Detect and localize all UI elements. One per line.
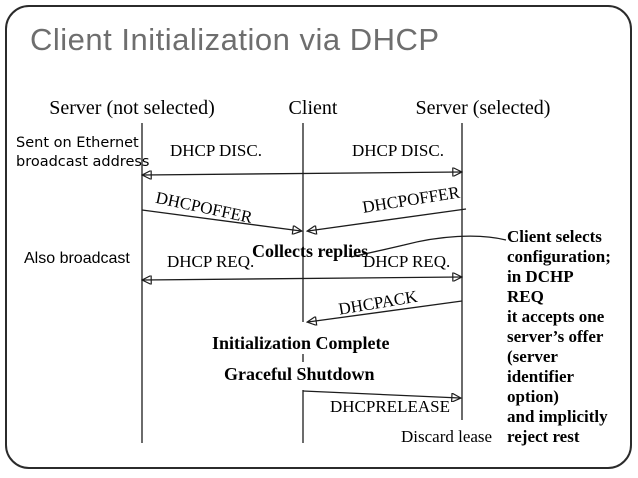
label-discard-lease: Discard lease [401, 427, 493, 446]
column-header-client: Client [288, 97, 338, 119]
label-dhcp-req-left: DHCP REQ. [167, 252, 255, 271]
arrow-dhcpack [308, 300, 463, 322]
label-collects-replies: Collects replies [252, 241, 369, 261]
arrow-dhcp-request-broadcast [143, 277, 461, 280]
note-also-broadcast: Also broadcast [24, 250, 130, 267]
column-header-server-not-selected: Server (not selected) [49, 97, 215, 119]
arrow-dhcpoffer-from-left-server [141, 209, 301, 231]
note-sent-on-ethernet: Sent on Ethernet broadcast address [16, 135, 150, 170]
label-dhcp-disc-right: DHCP DISC. [352, 141, 444, 160]
label-dhcp-disc-left: DHCP DISC. [170, 141, 262, 160]
arrow-dhcprelease [302, 390, 460, 398]
side-note-client-selects: Client selects configuration; in DCHP RE… [507, 227, 611, 446]
slide-border [5, 5, 632, 469]
label-dhcprelease: DHCPRELEASE [330, 397, 450, 416]
label-initialization-complete: Initialization Complete [212, 333, 390, 353]
column-header-server-selected: Server (selected) [415, 97, 551, 119]
callout-leader-line [350, 235, 507, 258]
arrow-dhcpoffer-from-right-server [308, 208, 467, 231]
label-graceful-shutdown: Graceful Shutdown [224, 364, 375, 384]
arrow-dhcp-discover-broadcast [143, 172, 461, 175]
slide-title: Client Initialization via DHCP [30, 22, 440, 57]
label-dhcp-req-right: DHCP REQ. [363, 252, 451, 271]
